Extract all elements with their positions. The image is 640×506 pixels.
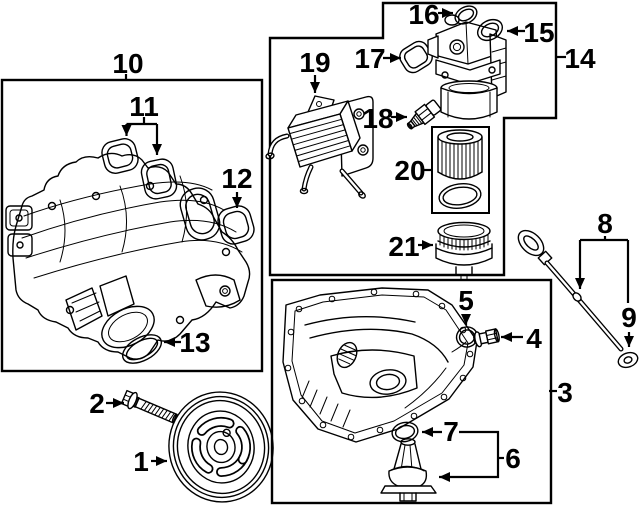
callout-5[interactable]: 5 (458, 285, 474, 316)
callout-11[interactable]: 11 (129, 91, 159, 122)
oil-pressure-sensor-18 (406, 99, 442, 130)
leader-6 (439, 430, 500, 482)
callout-10[interactable]: 10 (112, 48, 143, 79)
callout-19[interactable]: 19 (299, 47, 330, 78)
callout-12[interactable]: 12 (221, 163, 252, 194)
manifold-gasket-12b (217, 205, 255, 245)
callout-18[interactable]: 18 (362, 103, 393, 134)
oil-pan-box: 5 4 7 6 3 (270, 278, 573, 505)
callout-6[interactable]: 6 (505, 443, 521, 474)
manifold-gasket-12a (179, 187, 221, 241)
callout-8[interactable]: 8 (597, 208, 613, 239)
callout-1[interactable]: 1 (133, 446, 149, 477)
callout-9[interactable]: 9 (621, 302, 637, 333)
oil-filter-housing-14 (427, 14, 507, 120)
callout-7[interactable]: 7 (443, 416, 459, 447)
manifold-gasket-11b (140, 158, 178, 200)
leader-8-bracket (580, 236, 630, 303)
throttle-body-gasket-13 (121, 334, 163, 364)
strainer-o-ring-7 (391, 421, 419, 443)
filter-o-ring-20 (438, 183, 482, 209)
intake-manifold-drawing (5, 152, 251, 360)
callout-21[interactable]: 21 (388, 231, 419, 262)
dipstick-grommet-9 (617, 351, 639, 369)
filter-cap-15 (476, 18, 504, 42)
oil-cooler-19 (265, 95, 374, 199)
oil-filter-cap-21 (435, 221, 493, 281)
oil-level-gauge-8 (517, 229, 624, 352)
oil-filter-element-20 (437, 129, 483, 180)
oil-drain-plug-4 (473, 328, 500, 348)
callout-15[interactable]: 15 (523, 17, 554, 48)
oil-filter-cooler-box: 19 17 16 15 14 18 20 21 (265, 0, 596, 281)
group-frame-10 (0, 78, 264, 373)
callout-20[interactable]: 20 (394, 155, 425, 186)
leader-11-bracket (126, 117, 157, 126)
intake-manifold-box: 10 11 12 13 (0, 48, 264, 373)
callout-4[interactable]: 4 (526, 323, 542, 354)
callout-17[interactable]: 17 (354, 43, 385, 74)
callout-2[interactable]: 2 (89, 388, 105, 419)
callout-13[interactable]: 13 (179, 327, 210, 358)
callout-14[interactable]: 14 (564, 43, 596, 74)
filter-element-box-20 (431, 126, 490, 214)
group-frame-14 (268, 1, 558, 277)
manifold-gasket-11a (101, 137, 139, 175)
callout-16[interactable]: 16 (408, 0, 439, 30)
oil-pan-drawing (282, 287, 478, 443)
callout-3[interactable]: 3 (557, 377, 573, 408)
crankshaft-pulley-group: 2 1 (89, 388, 274, 503)
dipstick-group: 8 9 (517, 208, 639, 369)
crankshaft-pulley-1 (168, 391, 274, 503)
oil-screen-6 (380, 438, 437, 502)
pulley-bolt-2 (120, 389, 178, 424)
filter-cap-16 (454, 5, 478, 25)
